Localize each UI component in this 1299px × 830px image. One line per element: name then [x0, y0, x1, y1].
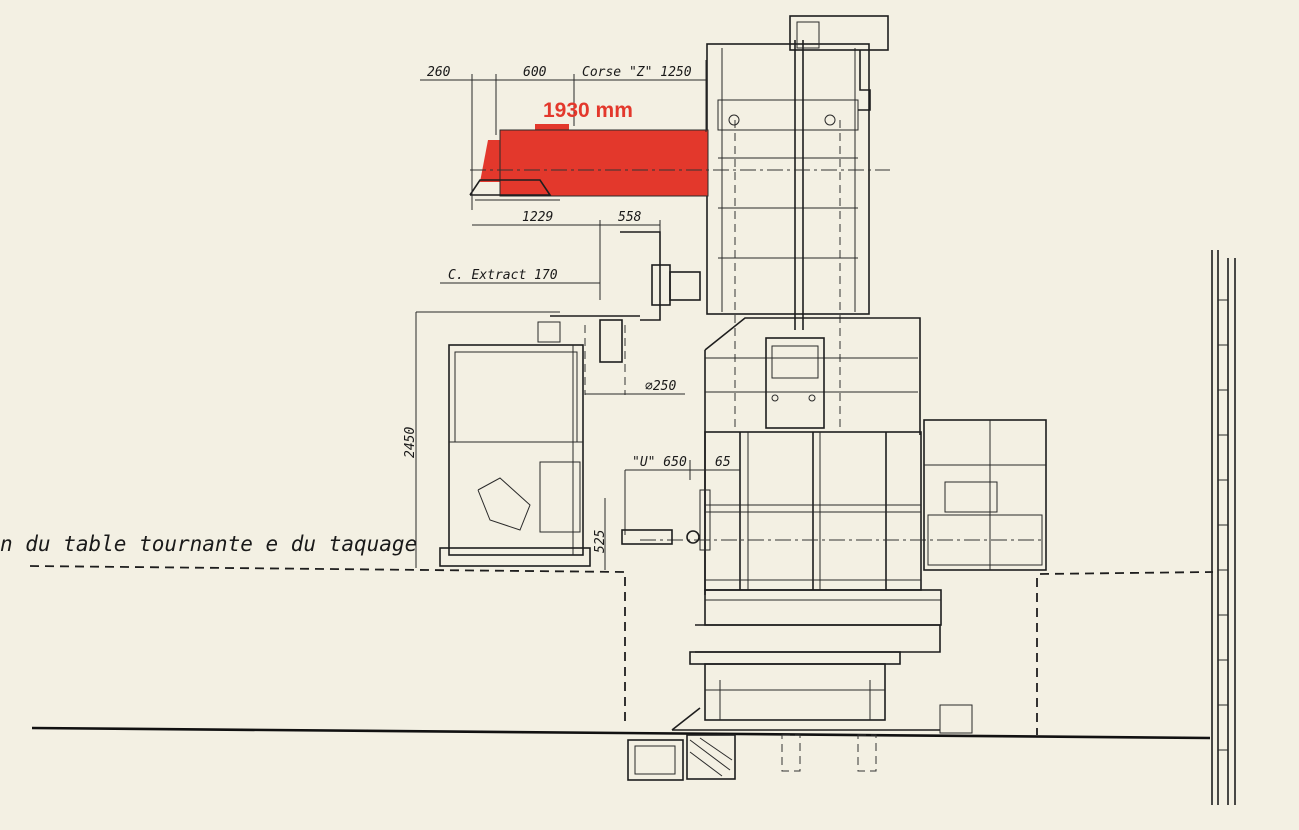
- label-1229: 1229: [522, 210, 553, 225]
- tool-magazine: [415, 311, 606, 570]
- spindle-head-highlight: [469, 124, 890, 201]
- dimension-labels: 260 600 Corse "Z" 1250 1229 558 C. Extra…: [0, 65, 731, 556]
- label-u-650: "U" 650: [632, 455, 687, 470]
- label-260: 260: [427, 65, 451, 80]
- right-wall: [1211, 250, 1236, 805]
- highlight-dimension-label: 1930 mm: [543, 99, 633, 122]
- label-525: 525: [593, 529, 608, 553]
- lower-cabin: [640, 419, 1047, 591]
- label-2450: 2450: [403, 427, 418, 458]
- label-diameter-250: ∅250: [645, 379, 676, 394]
- label-c-extract: C. Extract 170: [448, 268, 558, 283]
- ram-tool: [621, 460, 740, 551]
- tool-extractor: [537, 231, 701, 395]
- label-600: 600: [523, 65, 547, 80]
- label-65: 65: [715, 455, 731, 470]
- table-caption: n du table tournante e du taquage: [0, 532, 417, 556]
- label-558: 558: [618, 210, 642, 225]
- upper-dimensions: [420, 60, 707, 300]
- label-corse-z: Corse "Z" 1250: [582, 65, 692, 80]
- machine-base: [627, 589, 973, 781]
- floor-lines: [29, 565, 1214, 740]
- main-column: [706, 15, 889, 430]
